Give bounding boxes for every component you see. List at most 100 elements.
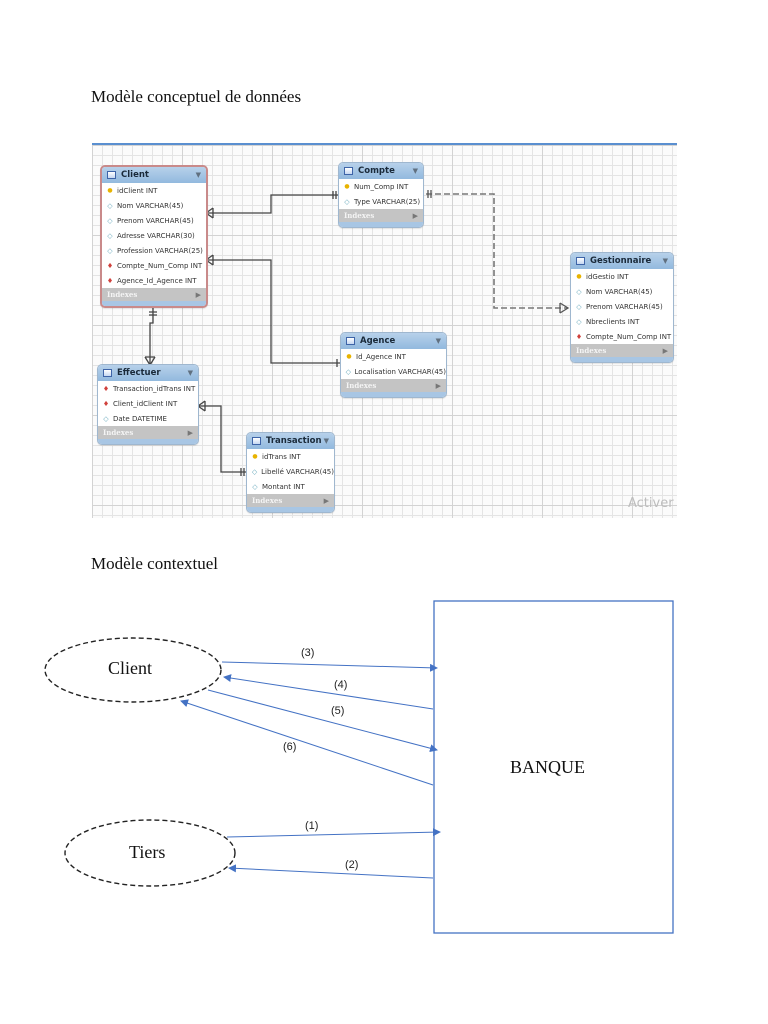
column-text: Montant INT: [262, 482, 305, 491]
expand-icon[interactable]: ▶: [412, 211, 418, 220]
table-header[interactable]: Effectuer ▼: [98, 365, 198, 381]
table-header[interactable]: Compte ▼: [339, 163, 423, 179]
column-icon: ◇: [345, 367, 351, 376]
column-row[interactable]: ●idGestio INT: [571, 269, 673, 284]
column-row[interactable]: ◇Localisation VARCHAR(45): [341, 364, 446, 379]
column-row[interactable]: ◇Adresse VARCHAR(30): [102, 228, 206, 243]
column-row[interactable]: ◇Prenom VARCHAR(45): [102, 213, 206, 228]
actor-client-ellipse: [44, 637, 222, 703]
table-name: Transaction: [266, 436, 322, 446]
table-footer: [339, 222, 423, 227]
one-mark-compte-right: [427, 190, 432, 198]
column-list: ●Id_Agence INT◇Localisation VARCHAR(45): [341, 349, 446, 379]
context-diagram: Client Tiers BANQUE (3) (4) (5) (6) (1) …: [0, 580, 768, 980]
column-row[interactable]: ♦Compte_Num_Comp INT: [102, 258, 206, 273]
system-banque-label: BANQUE: [510, 757, 585, 777]
column-text: idGestio INT: [586, 272, 629, 281]
collapse-icon[interactable]: ▼: [412, 167, 418, 175]
foreign-key-icon: ♦: [102, 384, 110, 393]
flow-label-6: (6): [283, 741, 297, 753]
column-row[interactable]: ♦Transaction_idTrans INT: [98, 381, 198, 396]
expand-icon[interactable]: ▶: [323, 496, 329, 505]
column-row[interactable]: ♦Compte_Num_Comp INT: [571, 329, 673, 344]
column-row[interactable]: ◇Nbreclients INT: [571, 314, 673, 329]
column-icon: ◇: [107, 216, 113, 225]
indexes-section[interactable]: Indexes ▶: [339, 209, 423, 222]
rel-compte-gestionnaire: [426, 193, 568, 309]
table-transaction[interactable]: Transaction ▼ ●idTrans INT◇Libellé VARCH…: [246, 432, 335, 513]
column-icon: ◇: [344, 197, 350, 206]
column-text: Type VARCHAR(25): [354, 197, 421, 206]
table-client[interactable]: Client ▼ ●idClient INT◇Nom VARCHAR(45)◇P…: [100, 165, 208, 308]
expand-icon[interactable]: ▶: [435, 381, 441, 390]
column-text: idClient INT: [117, 186, 158, 195]
collapse-icon[interactable]: ▼: [195, 171, 201, 179]
indexes-section[interactable]: Indexes ▶: [102, 288, 206, 301]
actor-tiers-ellipse: [64, 819, 236, 887]
column-row[interactable]: ◇Libellé VARCHAR(45): [247, 464, 334, 479]
actor-client-label: Client: [108, 658, 152, 678]
table-compte[interactable]: Compte ▼ ●Num_Comp INT◇Type VARCHAR(25) …: [338, 162, 424, 228]
column-icon: ◇: [252, 482, 258, 491]
table-header[interactable]: Agence ▼: [341, 333, 446, 349]
one-mark-transaction: [240, 468, 245, 476]
expand-icon[interactable]: ▶: [662, 346, 668, 355]
table-header[interactable]: Client ▼: [102, 167, 206, 183]
column-row[interactable]: ◇ Montant INT: [247, 479, 334, 494]
column-text: Client_idClient INT: [113, 399, 178, 408]
expand-icon[interactable]: ▶: [195, 290, 201, 299]
table-footer: [102, 301, 206, 306]
table-icon: [576, 257, 585, 265]
collapse-icon[interactable]: ▼: [323, 437, 329, 445]
system-banque-box: [433, 600, 674, 934]
column-text: Date DATETIME: [113, 414, 167, 423]
flow-2-arrow: [228, 864, 434, 879]
flow-6-arrow: [180, 699, 434, 786]
column-text: Nbreclients INT: [586, 317, 640, 326]
table-header[interactable]: Gestionnaire ▼: [571, 253, 673, 269]
column-text: Transaction_idTrans INT: [113, 384, 196, 393]
column-row[interactable]: ◇Profession VARCHAR(25): [102, 243, 206, 258]
column-row[interactable]: ♦Agence_Id_Agence INT: [102, 273, 206, 288]
table-agence[interactable]: Agence ▼ ●Id_Agence INT◇Localisation VAR…: [340, 332, 447, 398]
heading-context-model: Modèle contextuel: [91, 554, 218, 573]
table-icon: [346, 337, 355, 345]
indexes-label: Indexes: [346, 381, 377, 390]
column-text: Libellé VARCHAR(45): [261, 467, 334, 476]
column-row[interactable]: ◇Nom VARCHAR(45): [571, 284, 673, 299]
column-row[interactable]: ◇Nom VARCHAR(45): [102, 198, 206, 213]
indexes-section[interactable]: Indexes ▶: [247, 494, 334, 507]
column-icon: ◇: [576, 287, 582, 296]
table-header[interactable]: Transaction ▼: [247, 433, 334, 449]
indexes-label: Indexes: [576, 346, 607, 355]
flow-label-1: (1): [305, 820, 319, 832]
column-row[interactable]: ♦Client_idClient INT: [98, 396, 198, 411]
column-row[interactable]: ●idTrans INT: [247, 449, 334, 464]
indexes-section[interactable]: Indexes ▶: [571, 344, 673, 357]
column-list: ●Num_Comp INT ◇ Type VARCHAR(25): [339, 179, 423, 209]
column-row[interactable]: ●idClient INT: [102, 183, 206, 198]
column-row[interactable]: ●Num_Comp INT: [339, 179, 423, 194]
flow-label-3: (3): [301, 647, 315, 659]
table-gestionnaire[interactable]: Gestionnaire ▼ ●idGestio INT◇Nom VARCHAR…: [570, 252, 674, 363]
table-effectuer[interactable]: Effectuer ▼ ♦Transaction_idTrans INT♦Cli…: [97, 364, 199, 445]
collapse-icon[interactable]: ▼: [662, 257, 668, 265]
table-name: Gestionnaire: [590, 256, 652, 266]
indexes-section[interactable]: Indexes ▶: [98, 426, 198, 439]
collapse-icon[interactable]: ▼: [187, 369, 193, 377]
indexes-section[interactable]: Indexes ▶: [341, 379, 446, 392]
column-row[interactable]: ◇ Type VARCHAR(25): [339, 194, 423, 209]
column-row[interactable]: ◇Date DATETIME: [98, 411, 198, 426]
column-text: idTrans INT: [262, 452, 301, 461]
flow-4-arrow: [223, 674, 434, 710]
expand-icon[interactable]: ▶: [187, 428, 193, 437]
column-text: Id_Agence INT: [356, 352, 406, 361]
column-text: Prenom VARCHAR(45): [586, 302, 663, 311]
column-row[interactable]: ◇Prenom VARCHAR(45): [571, 299, 673, 314]
table-footer: [98, 439, 198, 444]
er-diagram-canvas: Client ▼ ●idClient INT◇Nom VARCHAR(45)◇P…: [92, 143, 677, 518]
collapse-icon[interactable]: ▼: [435, 337, 441, 345]
column-list: ●idGestio INT◇Nom VARCHAR(45)◇Prenom VAR…: [571, 269, 673, 344]
one-mark-compte: [332, 191, 337, 199]
column-row[interactable]: ●Id_Agence INT: [341, 349, 446, 364]
